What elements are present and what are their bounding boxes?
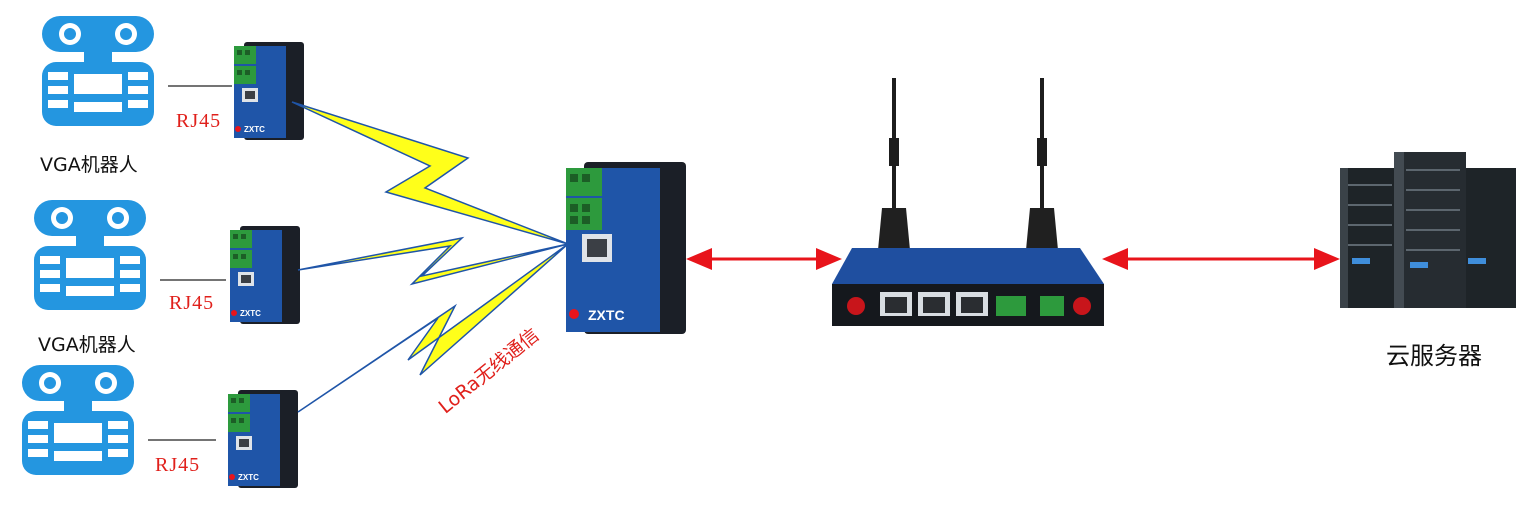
router-antenna-icon	[1024, 76, 1060, 252]
cloud-server-label: 云服务器	[1386, 342, 1482, 370]
router-icon	[832, 248, 1104, 326]
robot-label: VGA机器人	[38, 334, 136, 356]
lightning-icon	[291, 101, 569, 245]
svg-text:ZXTC: ZXTC	[588, 307, 625, 323]
robot-icon	[42, 16, 154, 126]
robot-label: VGA机器人	[40, 154, 138, 176]
lora-gateway-icon: ZXTC	[566, 162, 686, 334]
rj45-label: RJ45	[169, 292, 215, 314]
server-rack-icon	[1340, 152, 1516, 308]
lora-module-icon	[230, 226, 300, 324]
bidirectional-arrow-icon	[686, 248, 842, 270]
rj45-label: RJ45	[176, 110, 222, 132]
robot-icon	[34, 200, 146, 310]
robot-icon	[22, 365, 134, 475]
bidirectional-arrow-icon	[1102, 248, 1340, 270]
rj45-label: RJ45	[155, 454, 201, 476]
lora-module-icon	[228, 390, 298, 488]
lora-module-icon	[234, 42, 304, 140]
router-antenna-icon	[876, 76, 912, 252]
